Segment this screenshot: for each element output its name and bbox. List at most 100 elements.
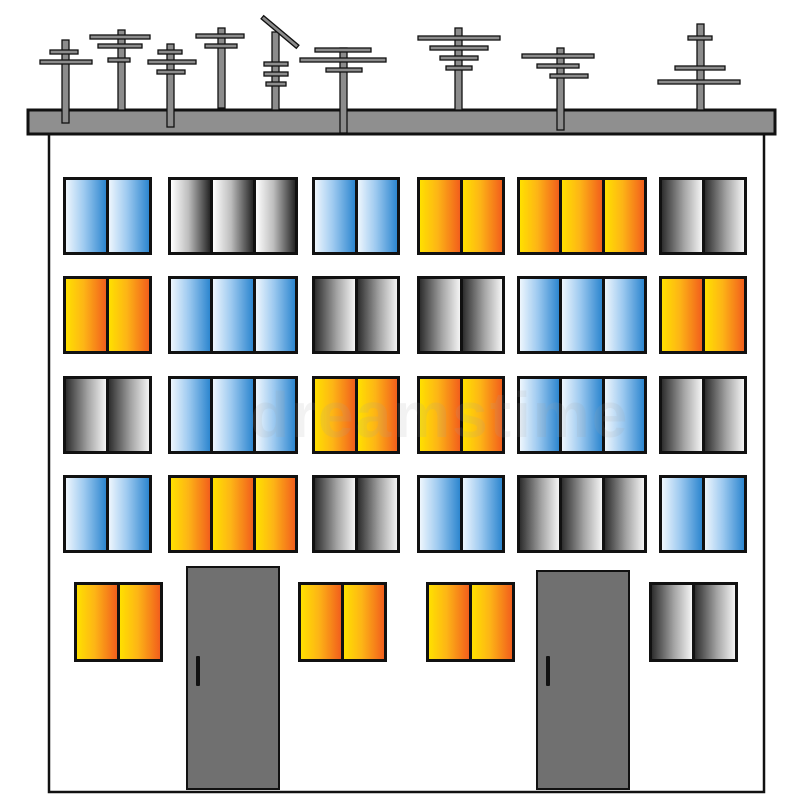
window-pane xyxy=(213,180,253,252)
window-pane xyxy=(315,478,355,550)
window-pane xyxy=(520,279,560,351)
window-pane xyxy=(420,379,460,451)
window-pane xyxy=(604,478,644,550)
door-handle[interactable] xyxy=(546,656,550,686)
window-ground-1 xyxy=(74,582,163,662)
window-pane xyxy=(171,180,211,252)
window-pane xyxy=(213,279,253,351)
window-pane xyxy=(255,279,295,351)
window-ground-4 xyxy=(649,582,738,662)
window-floor2-col4 xyxy=(417,376,505,454)
window-pane xyxy=(357,478,397,550)
window-pane xyxy=(109,279,149,351)
window-pane xyxy=(429,585,469,659)
window-pane xyxy=(704,379,744,451)
antenna-2 xyxy=(89,29,151,111)
antenna-1 xyxy=(39,39,93,124)
roof-antennas xyxy=(39,14,741,134)
roof-slab xyxy=(26,108,777,136)
window-floor3-col2 xyxy=(168,276,298,354)
window-pane xyxy=(357,279,397,351)
door-handle[interactable] xyxy=(196,656,200,686)
window-pane xyxy=(66,279,106,351)
window-pane xyxy=(315,279,355,351)
window-floor4-col6 xyxy=(659,177,747,255)
window-floor4-col1 xyxy=(63,177,152,255)
window-pane xyxy=(301,585,341,659)
window-pane xyxy=(66,180,106,252)
window-pane xyxy=(171,478,211,550)
window-floor1-col4 xyxy=(417,475,505,553)
window-pane xyxy=(77,585,117,659)
window-pane xyxy=(604,379,644,451)
window-floor1-col6 xyxy=(659,475,747,553)
window-pane xyxy=(171,379,211,451)
window-ground-3 xyxy=(426,582,515,662)
window-pane xyxy=(462,279,502,351)
window-floor4-col2 xyxy=(168,177,298,255)
antenna-6 xyxy=(299,47,387,134)
window-pane xyxy=(472,585,512,659)
window-pane xyxy=(704,180,744,252)
entrance-door-left[interactable] xyxy=(186,566,280,790)
antenna-4 xyxy=(195,27,245,109)
window-floor2-col6 xyxy=(659,376,747,454)
window-pane xyxy=(662,279,702,351)
window-pane xyxy=(109,379,149,451)
window-floor4-col4 xyxy=(417,177,505,255)
window-pane xyxy=(420,279,460,351)
window-pane xyxy=(462,379,502,451)
window-floor1-col3 xyxy=(312,475,400,553)
window-pane xyxy=(120,585,160,659)
window-pane xyxy=(562,478,602,550)
window-pane xyxy=(315,180,355,252)
antenna-7 xyxy=(417,27,501,111)
window-floor2-col2 xyxy=(168,376,298,454)
window-pane xyxy=(462,478,502,550)
window-pane xyxy=(652,585,692,659)
window-pane xyxy=(704,279,744,351)
window-floor3-col3 xyxy=(312,276,400,354)
window-pane xyxy=(315,379,355,451)
window-floor1-col5 xyxy=(517,475,647,553)
window-floor3-col1 xyxy=(63,276,152,354)
window-floor3-col4 xyxy=(417,276,505,354)
window-pane xyxy=(66,379,106,451)
window-floor2-col3 xyxy=(312,376,400,454)
window-pane xyxy=(462,180,502,252)
window-pane xyxy=(604,180,644,252)
window-pane xyxy=(213,379,253,451)
window-pane xyxy=(562,279,602,351)
antenna-8 xyxy=(521,47,595,131)
window-pane xyxy=(357,180,397,252)
window-floor3-col6 xyxy=(659,276,747,354)
window-pane xyxy=(604,279,644,351)
window-pane xyxy=(420,478,460,550)
window-floor3-col5 xyxy=(517,276,647,354)
antenna-9 xyxy=(657,23,741,111)
window-floor4-col5 xyxy=(517,177,647,255)
antenna-5 xyxy=(260,14,300,111)
window-pane xyxy=(520,379,560,451)
window-pane xyxy=(520,180,560,252)
window-pane xyxy=(695,585,735,659)
window-floor2-col5 xyxy=(517,376,647,454)
window-floor1-col1 xyxy=(63,475,152,553)
window-pane xyxy=(357,379,397,451)
window-pane xyxy=(662,478,702,550)
window-pane xyxy=(213,478,253,550)
entrance-door-right[interactable] xyxy=(536,570,630,790)
window-ground-2 xyxy=(298,582,387,662)
window-pane xyxy=(562,379,602,451)
window-pane xyxy=(562,180,602,252)
window-pane xyxy=(520,478,560,550)
window-pane xyxy=(255,379,295,451)
window-floor4-col3 xyxy=(312,177,400,255)
window-pane xyxy=(662,180,702,252)
window-pane xyxy=(66,478,106,550)
building-facade xyxy=(47,130,766,794)
window-pane xyxy=(109,180,149,252)
window-pane xyxy=(255,478,295,550)
window-pane xyxy=(171,279,211,351)
window-pane xyxy=(109,478,149,550)
